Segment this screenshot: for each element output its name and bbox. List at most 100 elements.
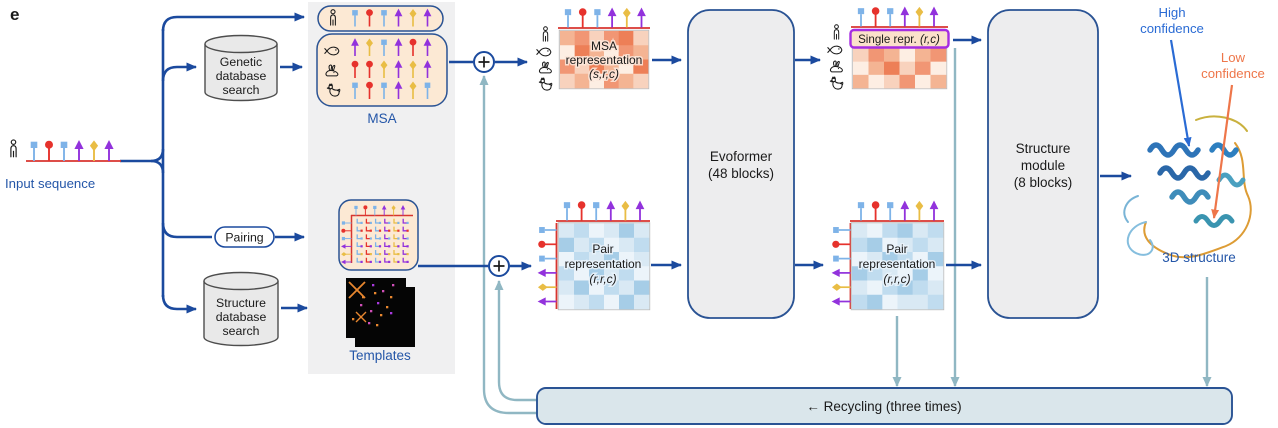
residue-glyph-ci — [871, 201, 880, 221]
residue-glyph-di — [622, 7, 631, 28]
single-repr-vars: (r,c) — [920, 33, 940, 46]
msa-human-row — [352, 8, 432, 27]
pair-out-heatmap — [850, 222, 945, 311]
grid-top-sequence — [354, 205, 406, 216]
pair-representation-heatmap — [557, 222, 651, 311]
residue-glyph-ci — [366, 9, 373, 27]
residue-glyph-tr — [423, 38, 432, 56]
residue-glyph-tr — [607, 7, 617, 28]
residue-glyph-tr — [423, 8, 432, 27]
cylinder-body — [203, 281, 279, 347]
rabbit-icon — [829, 60, 843, 73]
residue-glyph-sq — [381, 39, 387, 56]
protein-helix — [1193, 214, 1235, 228]
msa-repr-line3: (s,r,c) — [589, 67, 619, 81]
recycling-label: ← Recycling (three times) — [806, 399, 961, 414]
pair-repr-line2: representation — [859, 257, 936, 271]
pair-representation-input-block: Pair representation (r,r,c) — [537, 200, 651, 311]
protein-loop-tan — [1195, 115, 1248, 132]
low-confidence-line1: Low — [1221, 50, 1246, 65]
msa-rabbit-row — [351, 60, 432, 78]
residue-glyph-di — [915, 6, 924, 27]
residue-glyph-sq — [539, 255, 557, 262]
residue-glyph-sq — [833, 227, 851, 233]
pairing-label: Pairing — [225, 231, 263, 245]
residue-glyph-tr — [900, 6, 910, 27]
protein-3d-structure — [1123, 115, 1252, 259]
residue-glyph-sq — [887, 202, 894, 221]
pair-repr-line1: Pair — [886, 242, 907, 256]
residue-glyph-tr — [400, 205, 406, 216]
msa-label: MSA — [367, 111, 396, 126]
residue-glyph-di — [537, 283, 557, 291]
human-icon — [10, 139, 17, 158]
plus-icon — [493, 260, 505, 272]
residue-glyph-sq — [564, 9, 572, 28]
residue-glyph-sq — [833, 255, 851, 262]
pair-in-left-sequence — [537, 227, 557, 306]
msa-repr-line2: representation — [566, 53, 643, 67]
residue-glyph-sq — [594, 9, 601, 28]
grid-left-sequence — [341, 221, 352, 265]
residue-glyph-sq — [887, 8, 894, 27]
residue-glyph-tr — [394, 8, 403, 27]
residue-glyph-sq — [539, 227, 557, 233]
high-confidence-line2: confidence — [1140, 21, 1204, 36]
pair-plus-node — [488, 255, 510, 277]
residue-glyph-ci — [45, 140, 53, 161]
residue-glyph-tr — [394, 38, 403, 56]
genetic-db-line2: database — [216, 69, 267, 83]
structure-db-line3: search — [223, 324, 260, 338]
protein-loop-orange — [1143, 142, 1252, 259]
pairing-grid-box — [338, 199, 419, 271]
single-repr-top-sequence — [857, 6, 939, 27]
residue-glyph-di — [366, 38, 373, 56]
residue-glyph-tr — [831, 297, 851, 306]
templates-label: Templates — [349, 348, 411, 363]
residue-glyph-sq — [381, 82, 387, 99]
high-confidence-arrow — [1169, 39, 1192, 147]
residue-glyph-tr — [831, 268, 851, 278]
residue-glyph-tr — [606, 200, 616, 221]
cylinder-top — [203, 271, 279, 291]
msa-fish-row — [351, 38, 432, 56]
residue-glyph-sq — [341, 236, 352, 241]
recycle-to-pair-plus-line — [494, 280, 537, 402]
msa-representation-block: MSA representation (s,r,c) — [536, 7, 650, 91]
fish-icon — [536, 47, 552, 57]
arrow-input-to-msa-top — [161, 12, 305, 32]
residue-glyph-tr — [341, 259, 352, 265]
residue-glyph-di — [409, 81, 417, 99]
input-sequence-label: Input sequence — [5, 176, 95, 191]
protein-loop-lightblue2 — [1123, 195, 1139, 223]
residue-glyph-tr — [929, 200, 939, 221]
residue-glyph-ci — [363, 205, 368, 216]
residue-glyph-di — [621, 200, 630, 221]
cylinder-body — [204, 44, 278, 102]
recycling-bar: ← Recycling (three times) — [536, 387, 1233, 425]
residue-glyph-di — [915, 200, 924, 221]
protein-helix — [1169, 189, 1211, 205]
high-confidence-line1: High — [1158, 5, 1185, 20]
structure-db-line2: database — [216, 310, 267, 324]
structure-database-search: Structure database search — [203, 271, 279, 347]
residue-glyph-tr — [394, 81, 403, 99]
low-confidence-line2: confidence — [1201, 66, 1265, 81]
structure-module-line2: module — [1021, 158, 1065, 173]
cylinder-top — [204, 34, 278, 54]
evoformer-line1: Evoformer — [710, 149, 773, 164]
residue-glyph-sq — [60, 141, 68, 161]
residue-glyph-ci — [366, 81, 373, 99]
residue-glyph-tr — [423, 60, 432, 78]
residue-glyph-tr — [381, 205, 387, 216]
arrow-input-to-structure-db — [161, 294, 197, 314]
pair-in-top-sequence — [563, 200, 645, 221]
residue-glyph-ci — [538, 240, 557, 248]
residue-glyph-sq — [857, 8, 865, 27]
residue-glyph-ci — [351, 60, 359, 78]
grid-pair-marks — [356, 218, 409, 263]
confidence-annotations: High confidence Low confidence — [1140, 5, 1265, 219]
pair-repr-line1: Pair — [592, 242, 613, 256]
pair-representation-output-block: Pair representation (r,r,c) — [831, 200, 945, 311]
residue-glyph-tr — [537, 297, 557, 306]
